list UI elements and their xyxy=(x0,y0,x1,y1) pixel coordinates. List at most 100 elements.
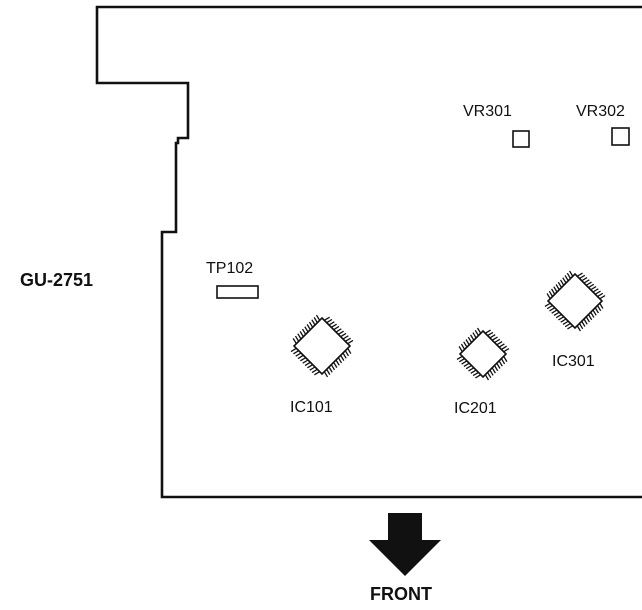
ic-pin xyxy=(564,275,569,282)
ic-pin xyxy=(494,338,501,344)
ic-pin xyxy=(498,343,505,348)
ic-pin xyxy=(470,369,477,374)
ic-pin xyxy=(594,290,601,295)
vr302-label: VR302 xyxy=(576,103,625,120)
tp102-component: TP102 xyxy=(206,260,259,299)
ic-pin xyxy=(567,325,574,330)
ic201-label: IC201 xyxy=(454,400,497,417)
ic-pin xyxy=(315,314,321,321)
ic-pin xyxy=(304,361,311,367)
ic-pin xyxy=(333,361,338,368)
ic-pin xyxy=(548,290,554,297)
ic-pin xyxy=(461,360,468,365)
ic-pin xyxy=(500,358,506,365)
ic-pin xyxy=(468,367,475,372)
ic-pin xyxy=(546,304,553,310)
ic-pin xyxy=(309,366,316,371)
ic-pin xyxy=(553,286,558,293)
ic-pin xyxy=(292,338,297,345)
vr301-pad xyxy=(512,130,530,148)
ic-pin xyxy=(465,339,470,346)
ic-pin xyxy=(465,364,472,370)
ic-pin xyxy=(463,362,470,367)
ic-pin xyxy=(578,323,584,330)
ic-pin xyxy=(294,335,300,342)
ic-pin xyxy=(562,320,569,325)
ic-pin xyxy=(340,354,345,361)
ic-pin xyxy=(347,339,354,345)
ic301-body xyxy=(546,272,604,330)
ic201-body xyxy=(458,329,508,379)
tp102-label: TP102 xyxy=(206,260,253,277)
ic-pin xyxy=(569,270,574,277)
ic-pin xyxy=(496,362,501,369)
ic-pin xyxy=(467,336,473,343)
ic301-label: IC301 xyxy=(552,353,595,370)
ic-pin xyxy=(484,374,490,381)
ic-pin xyxy=(342,352,347,359)
ic-pin xyxy=(588,283,595,289)
vr301-label: VR301 xyxy=(463,103,512,120)
ic-pin xyxy=(290,347,297,353)
ic-pin xyxy=(498,360,503,367)
ic-pin xyxy=(344,337,351,342)
ic-pin xyxy=(579,274,586,280)
ic-pin xyxy=(328,366,333,373)
ic-pin xyxy=(311,319,316,326)
ic-pin xyxy=(297,354,304,360)
vr302-pad xyxy=(611,127,630,146)
ic-pin xyxy=(585,281,592,286)
ic-pin xyxy=(555,313,562,319)
ic-pin xyxy=(337,330,344,335)
vr301-component: VR301 xyxy=(463,103,530,148)
ic-pin xyxy=(475,374,482,379)
ic-pin xyxy=(302,359,309,364)
ic-pin xyxy=(470,334,475,341)
ic-pin xyxy=(553,311,560,316)
ic-pin xyxy=(599,295,606,300)
ic-pin xyxy=(328,321,335,326)
ic-pin xyxy=(590,311,595,318)
ic-pin xyxy=(484,329,491,334)
ic-pin xyxy=(596,305,602,312)
ic-pin xyxy=(335,328,342,333)
ic-pin xyxy=(551,288,556,295)
ic301-chip xyxy=(544,270,606,332)
ic-pin xyxy=(551,309,558,314)
ic-pin xyxy=(597,292,604,298)
ic-pin xyxy=(599,302,604,309)
ic101-body xyxy=(292,316,352,376)
ic-pin xyxy=(323,316,330,321)
ic-pin xyxy=(474,329,479,336)
ic-pin xyxy=(313,317,318,324)
ic-pin xyxy=(489,369,494,376)
ic-pin xyxy=(489,334,496,339)
ic101-label: IC101 xyxy=(290,399,333,416)
ic-pin xyxy=(330,364,336,371)
ic-pin xyxy=(306,324,311,331)
ic-pin xyxy=(549,307,556,312)
ic-pin xyxy=(337,357,343,364)
ic-pin xyxy=(592,288,599,293)
ic-pin xyxy=(326,318,333,324)
ic-pin xyxy=(491,367,496,374)
ic-pin xyxy=(558,316,565,321)
ic-pin xyxy=(501,345,508,350)
ic-pin xyxy=(546,293,551,300)
ic-pin xyxy=(460,343,466,350)
ic-pin xyxy=(295,352,302,357)
ic-pin xyxy=(581,320,586,327)
ic-pin xyxy=(576,325,581,332)
board-label: GU-2751 xyxy=(20,270,93,290)
ic-pin xyxy=(564,322,571,328)
ic-pin xyxy=(562,277,567,284)
ic-pin xyxy=(585,316,590,323)
front-arrow-icon xyxy=(369,513,441,576)
ic-pin xyxy=(301,328,307,335)
ic-pin xyxy=(300,357,307,362)
ic-pin xyxy=(560,318,567,323)
ic-pin xyxy=(308,321,314,328)
ic-pin xyxy=(487,372,492,379)
